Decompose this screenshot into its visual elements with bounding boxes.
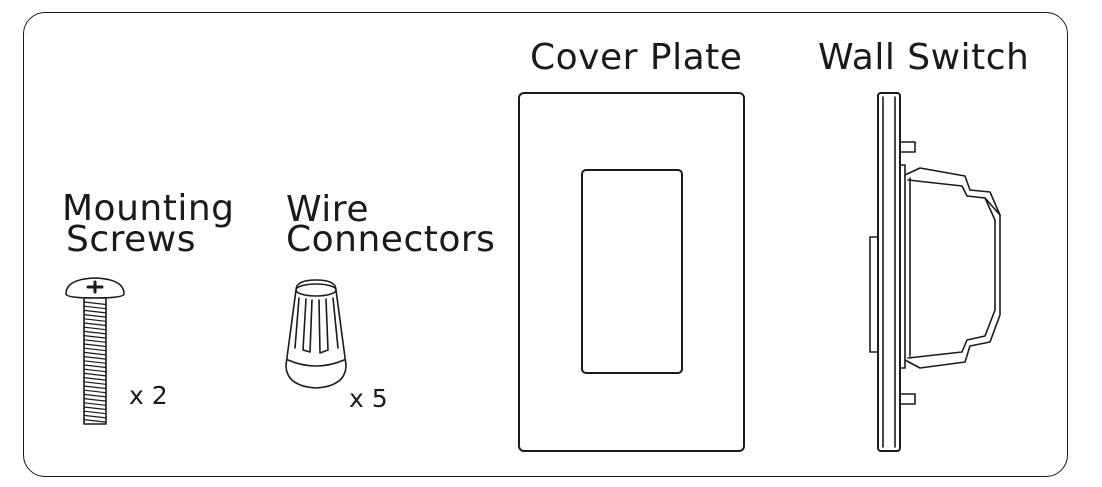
wall-switch-label: Wall Switch: [818, 37, 1030, 78]
mounting-screw-icon: [65, 277, 125, 425]
wire-connector-icon: [285, 279, 347, 389]
wire-connectors-label-line1: Wire: [286, 189, 369, 230]
wall-switch-side-view-icon: [869, 92, 1001, 452]
wire-connectors-quantity: x 5: [349, 384, 388, 413]
mounting-screws-label-line2: Screws: [66, 219, 197, 260]
cover-plate-icon: [518, 92, 745, 452]
wire-connectors-label-line2: Connectors: [286, 219, 496, 260]
cover-plate-label: Cover Plate: [530, 37, 743, 78]
mounting-screws-quantity: x 2: [129, 381, 168, 410]
parts-panel-border: [23, 12, 1068, 477]
mounting-screws-label-line1: Mounting: [62, 188, 235, 229]
